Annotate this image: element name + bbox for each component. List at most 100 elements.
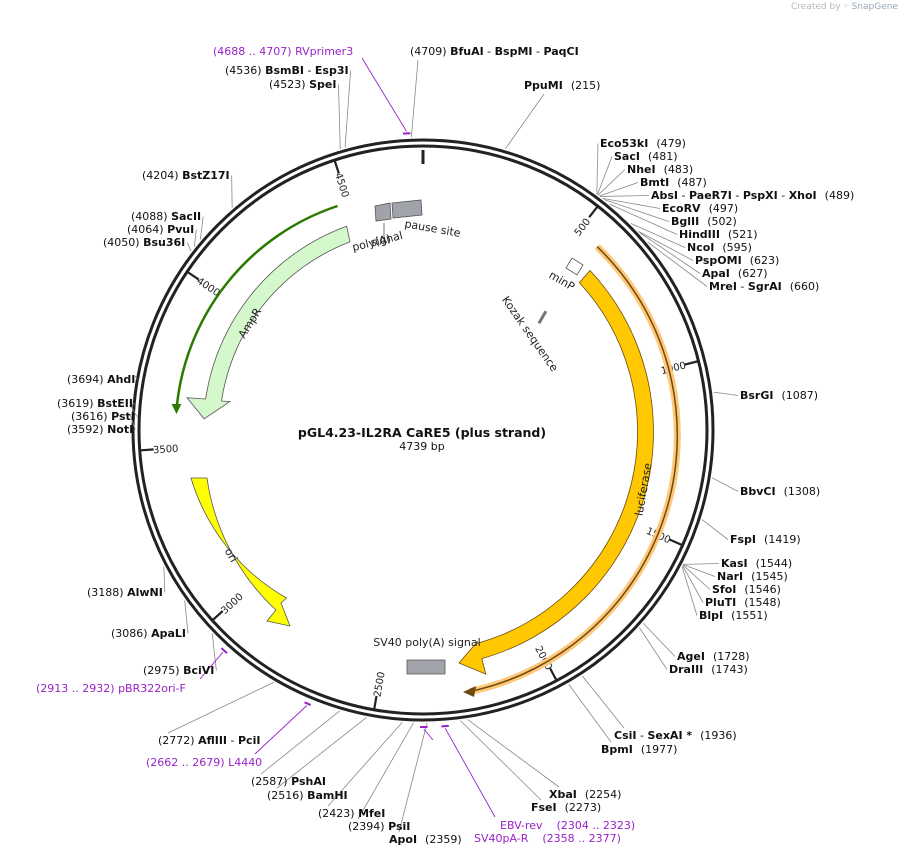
restriction-site-label[interactable]: BlpI(1551) bbox=[699, 609, 768, 622]
site-enzyme-name: ApaI bbox=[702, 267, 730, 280]
restriction-site-label[interactable]: (4204) BstZ17I bbox=[142, 169, 230, 182]
luciferase-direction-head bbox=[463, 686, 476, 697]
primer-name: SV40pA-R bbox=[474, 832, 529, 845]
restriction-site-label[interactable]: BmtI(487) bbox=[640, 176, 707, 189]
restriction-site-label[interactable]: (3616) PstI bbox=[71, 410, 135, 423]
restriction-site-label[interactable]: PluTI(1548) bbox=[705, 596, 781, 609]
restriction-site-label[interactable]: (4064) PvuI bbox=[127, 223, 194, 236]
restriction-site-label[interactable]: (3694) AhdI bbox=[67, 373, 135, 386]
site-enzyme-name: NcoI bbox=[687, 241, 714, 254]
restriction-site-label[interactable]: AbsI - PaeR7I - PspXI - XhoI(489) bbox=[651, 189, 854, 202]
restriction-site-label[interactable]: HindIII(521) bbox=[679, 228, 758, 241]
restriction-site-label[interactable]: BbvCI(1308) bbox=[740, 485, 820, 498]
site-leader bbox=[639, 232, 701, 274]
restriction-site-label[interactable]: DraIII(1743) bbox=[669, 663, 748, 676]
minp-arrow bbox=[565, 257, 584, 276]
restriction-site-label[interactable]: BpmI(1977) bbox=[601, 743, 677, 756]
site-position: (479) bbox=[656, 137, 686, 150]
primer-mark bbox=[220, 647, 228, 654]
restriction-site-label[interactable]: EcoRV(497) bbox=[662, 202, 738, 215]
site-leader bbox=[327, 721, 403, 807]
restriction-site-label[interactable]: (2587) PshAI bbox=[251, 775, 326, 788]
site-leader bbox=[357, 722, 414, 820]
restriction-site-label[interactable]: CsiI - SexAI *(1936) bbox=[614, 729, 737, 742]
primer-name: EBV-rev bbox=[500, 819, 543, 832]
site-leader bbox=[410, 59, 419, 138]
restriction-site-label[interactable]: (4088) SacII bbox=[131, 210, 201, 223]
scale-tick bbox=[139, 448, 154, 452]
site-leader bbox=[609, 203, 678, 235]
site-position: (215) bbox=[571, 79, 601, 92]
site-position: (521) bbox=[728, 228, 758, 241]
restriction-site-label[interactable]: AgeI(1728) bbox=[677, 650, 750, 663]
restriction-site-label[interactable]: (3619) BstEII bbox=[57, 397, 133, 410]
primer-label[interactable]: EBV-rev(2304 .. 2323) bbox=[500, 819, 635, 832]
restriction-site-label[interactable]: FseI(2273) bbox=[531, 801, 601, 814]
ampr-arrow bbox=[186, 225, 351, 420]
restriction-site-label[interactable]: PpuMI (215) bbox=[524, 79, 600, 92]
restriction-site-label[interactable]: BglII(502) bbox=[671, 215, 737, 228]
restriction-site-label[interactable]: SfoI(1546) bbox=[712, 583, 781, 596]
scale-tick-label: 2500 bbox=[372, 671, 387, 698]
luciferase-arrow bbox=[458, 269, 654, 675]
site-enzyme-name: BstEII bbox=[97, 397, 133, 410]
site-enzyme-name: MreI bbox=[709, 280, 737, 293]
restriction-site-label[interactable]: ApaI(627) bbox=[702, 267, 768, 280]
site-position: (1419) bbox=[764, 533, 801, 546]
luciferase-direction-line bbox=[469, 246, 679, 693]
restriction-site-label[interactable]: (3188) AlwNI bbox=[87, 586, 163, 599]
site-enzyme-name: PspOMI bbox=[695, 254, 742, 267]
snapgene-credit: Created by ◦ SnapGene bbox=[791, 2, 898, 12]
restriction-site-label[interactable]: XbaI(2254) bbox=[549, 788, 621, 801]
restriction-site-label[interactable]: NcoI(595) bbox=[687, 241, 752, 254]
restriction-site-label[interactable]: (2772) AflIII - PciI bbox=[158, 734, 260, 747]
site-position: (481) bbox=[648, 150, 678, 163]
restriction-site-label[interactable]: BsrGI(1087) bbox=[740, 389, 818, 402]
restriction-site-label[interactable]: (3086) ApaLI bbox=[111, 627, 186, 640]
restriction-site-label[interactable]: Eco53kI(479) bbox=[600, 137, 686, 150]
primer-label[interactable]: SV40pA-R(2358 .. 2377) bbox=[474, 832, 621, 845]
restriction-site-label[interactable]: (2975) BciVI bbox=[143, 664, 214, 677]
primer-label[interactable]: (2913 .. 2932) pBR322ori-F bbox=[36, 682, 186, 695]
restriction-site-label[interactable]: (4050) Bsu36I bbox=[103, 236, 185, 249]
site-leader bbox=[184, 600, 189, 634]
site-enzyme-name: AbsI bbox=[651, 189, 678, 202]
site-leader bbox=[130, 405, 138, 417]
site-position: (2423) bbox=[318, 807, 358, 820]
restriction-site-label[interactable]: KasI(1544) bbox=[721, 557, 792, 570]
site-leader bbox=[260, 710, 340, 775]
site-enzyme-name: XbaI bbox=[549, 788, 577, 801]
site-leader bbox=[647, 241, 708, 287]
site-enzyme-name: NarI bbox=[717, 570, 743, 583]
primer-name: pBR322ori-F bbox=[118, 682, 186, 695]
site-leader bbox=[713, 391, 739, 396]
site-enzyme-name: NheI bbox=[627, 163, 656, 176]
restriction-site-label[interactable]: (2423) MfeI bbox=[318, 807, 385, 820]
scale-tick-label: 3000 bbox=[219, 591, 245, 616]
site-leader bbox=[568, 683, 612, 743]
site-enzyme-name: PpuMI bbox=[524, 79, 563, 92]
restriction-site-label[interactable]: (2516) BamHI bbox=[267, 789, 348, 802]
site-position: (3592) bbox=[67, 423, 107, 436]
plasmid-name: pGL4.23-IL2RA CaRE5 (plus strand) bbox=[298, 425, 546, 440]
ampr-direction-arrow bbox=[175, 204, 338, 411]
site-leader bbox=[603, 199, 670, 222]
restriction-site-label[interactable]: PspOMI(623) bbox=[695, 254, 779, 267]
restriction-site-label[interactable]: (2394) PsiI bbox=[348, 820, 410, 833]
restriction-site-label[interactable]: MreI - SgrAI(660) bbox=[709, 280, 819, 293]
site-position: (1548) bbox=[744, 596, 781, 609]
site-enzyme-name: SfoI bbox=[712, 583, 736, 596]
primer-label[interactable]: (2662 .. 2679) L4440 bbox=[146, 756, 262, 769]
primer-label[interactable]: (4688 .. 4707) RVprimer3 bbox=[213, 45, 353, 58]
restriction-site-label[interactable]: NheI(483) bbox=[627, 163, 693, 176]
restriction-site-label[interactable]: ApoI(2359) bbox=[389, 833, 462, 846]
restriction-site-label[interactable]: (4709) BfuAI - BspMI - PaqCI bbox=[410, 45, 579, 58]
site-position: (2394) bbox=[348, 820, 388, 833]
restriction-site-label[interactable]: (3592) NotI bbox=[67, 423, 133, 436]
restriction-site-label[interactable]: FspI(1419) bbox=[730, 533, 801, 546]
restriction-site-label[interactable]: (4536) BsmBI - Esp3I bbox=[225, 64, 349, 77]
restriction-site-label[interactable]: NarI(1545) bbox=[717, 570, 788, 583]
site-position: (1977) bbox=[641, 743, 678, 756]
restriction-site-label[interactable]: (4523) SpeI bbox=[269, 78, 336, 91]
restriction-site-label[interactable]: SacI(481) bbox=[614, 150, 678, 163]
